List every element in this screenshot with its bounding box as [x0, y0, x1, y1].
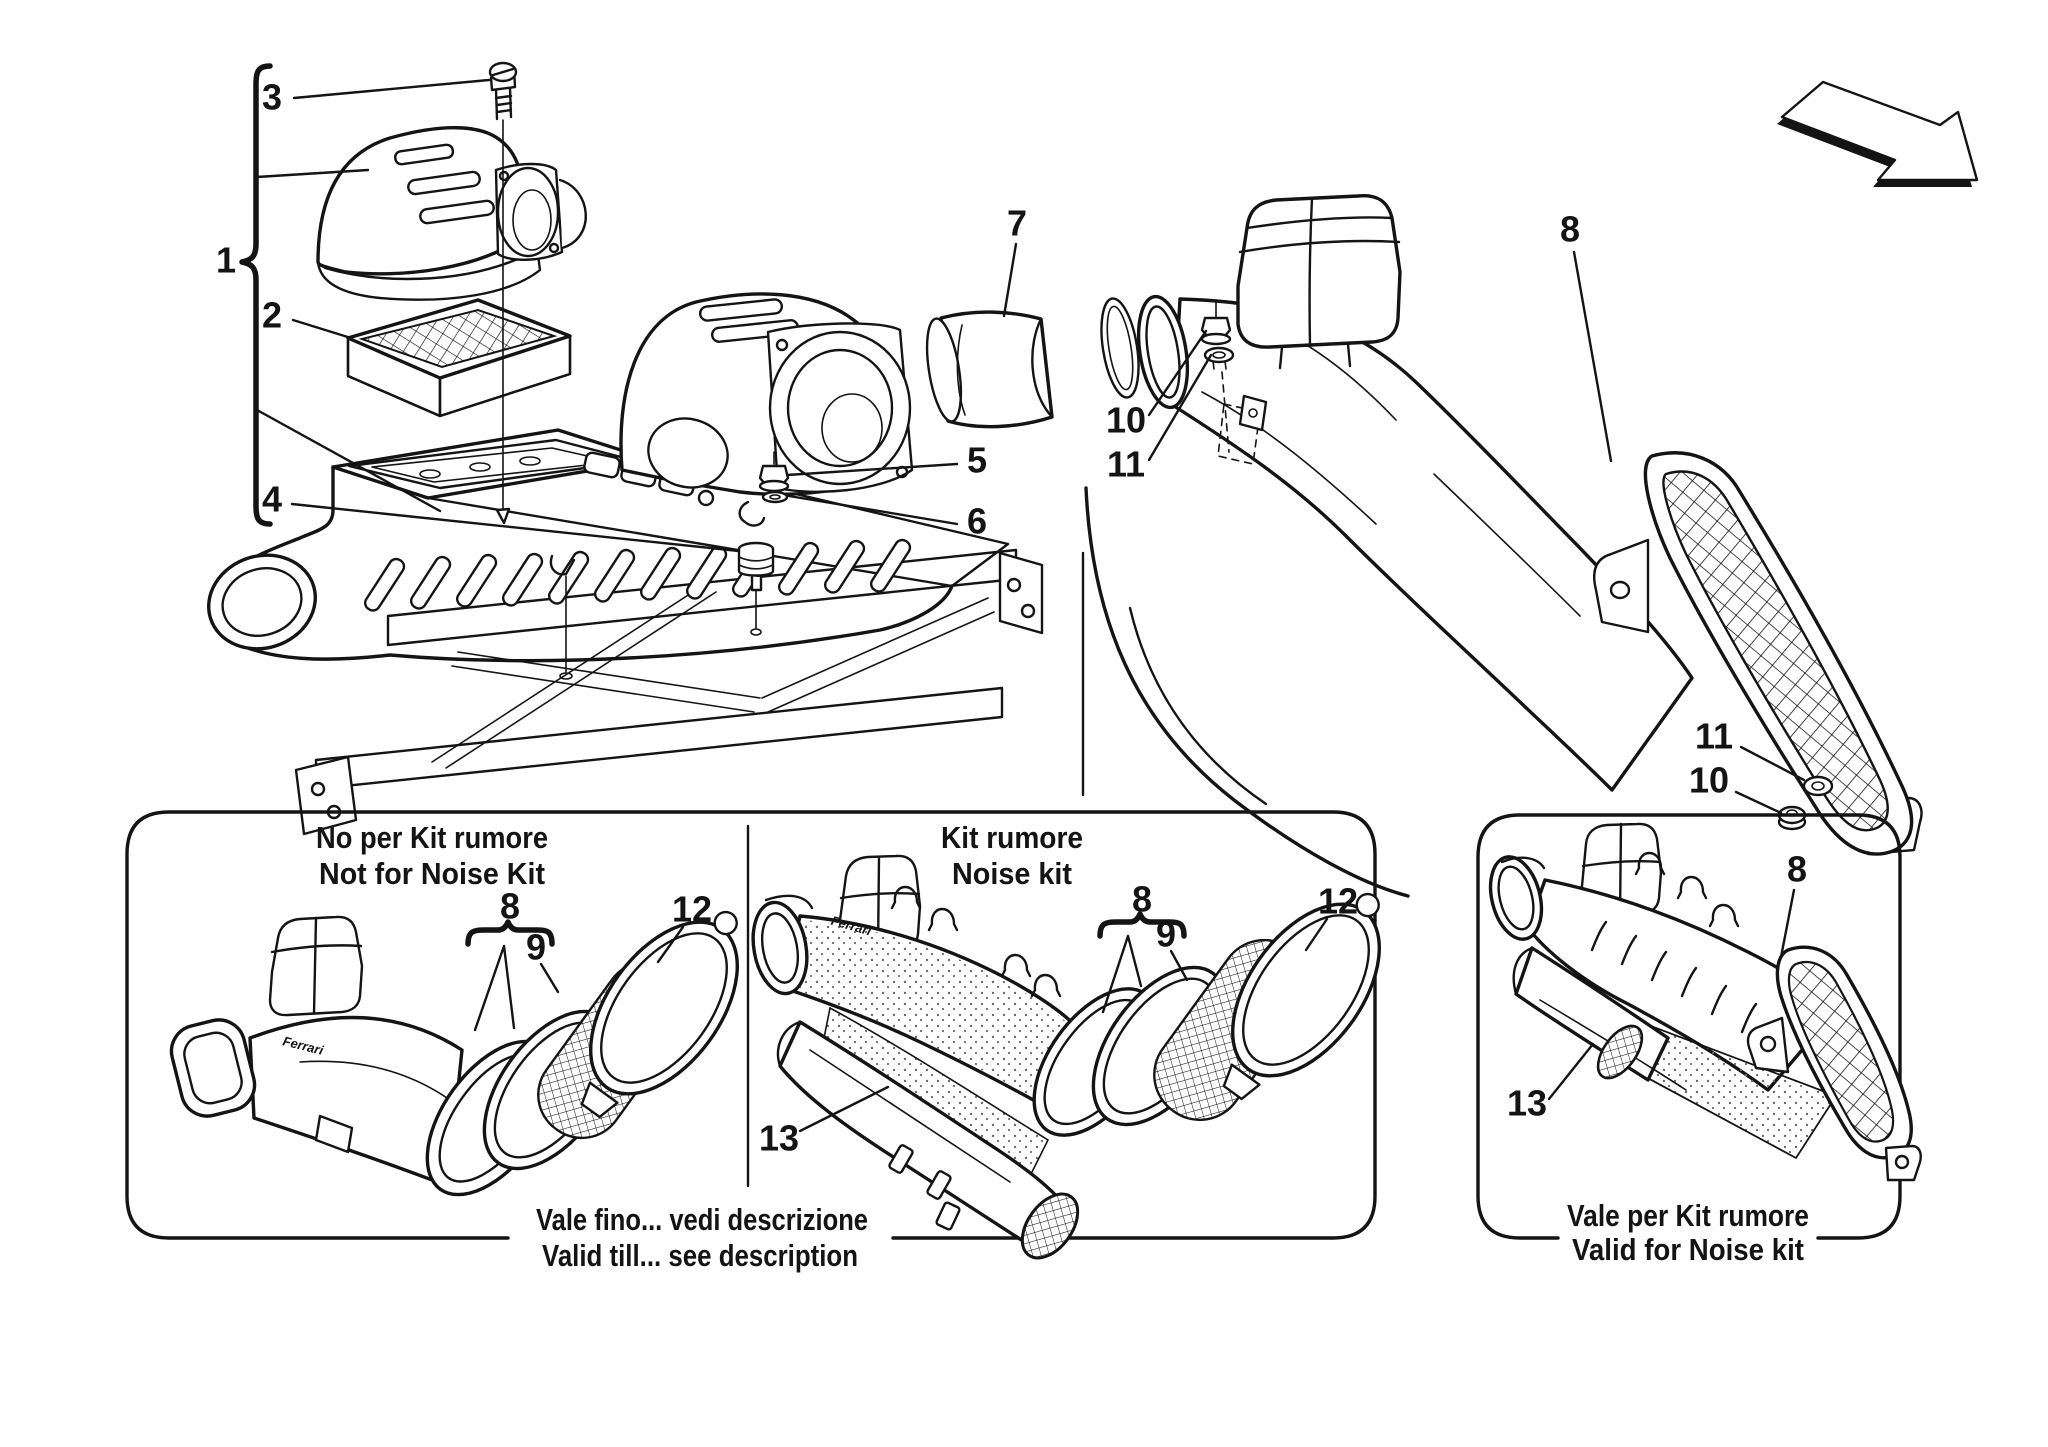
valid-panel-title-it: Vale per Kit rumore — [1567, 1198, 1809, 1233]
callout-11-grille: 11 — [1695, 716, 1733, 757]
hanging-straps — [1634, 851, 1740, 928]
panel-borders — [125, 810, 1902, 1240]
housing-outlet-dome — [619, 292, 914, 496]
callout-12-noise-panel: 12 — [1318, 881, 1358, 922]
chassis-frame — [294, 548, 1044, 836]
callout-13-noise-panel: 13 — [759, 1118, 799, 1159]
duct-mouth — [1488, 855, 1544, 941]
outer-seal-12 — [1222, 892, 1381, 1101]
outer-seal-12 — [580, 910, 739, 1119]
washer-6 — [761, 490, 789, 504]
intake-snorkel — [207, 553, 317, 651]
antivibration-mount-4 — [737, 541, 775, 636]
callout-9-left-panel: 9 — [526, 927, 546, 968]
callout-11-duct: 11 — [1107, 444, 1145, 485]
mount-hardware — [737, 451, 790, 636]
direction-arrow-icon — [1777, 80, 1979, 187]
lower-scoop-13 — [1512, 946, 1687, 1091]
rib-slashes — [1590, 920, 1758, 1034]
group-braces — [465, 911, 1187, 947]
callout-2: 2 — [262, 295, 282, 336]
callout-10-duct: 10 — [1106, 400, 1146, 441]
callout-8-noise-panel: 8 — [1132, 879, 1152, 920]
air-intake-duct — [1100, 194, 1923, 856]
left-panel-title-en: Not for Noise Kit — [319, 856, 545, 891]
callout-1: 1 — [216, 240, 236, 281]
panel-titles: No per Kit rumore Not for Noise Kit Kit … — [316, 820, 1809, 1273]
resonator-box — [1236, 194, 1402, 370]
callout-numbers: 1 2 3 4 5 6 7 8 10 11 11 10 8 9 12 8 9 1… — [216, 77, 1807, 1159]
noise-panel-title-it: Kit rumore — [941, 820, 1083, 855]
air-grille — [1746, 945, 1922, 1182]
callout-8-left-panel: 8 — [500, 886, 520, 927]
noise-panel-title-en: Noise kit — [952, 856, 1072, 891]
screw-3 — [488, 61, 518, 525]
leader-lines — [255, 78, 1806, 1133]
duct-standard-version: Ferrari — [169, 910, 739, 1197]
stud-and-grommet — [1200, 302, 1268, 465]
left-panel-title-it: No per Kit rumore — [316, 820, 548, 855]
valid-panel-title-en: Valid for Noise kit — [1572, 1232, 1804, 1267]
air-cleaner-cover — [316, 126, 587, 301]
callout-4: 4 — [262, 479, 282, 520]
wheel-arch — [1081, 486, 1410, 898]
assembly-bracket — [239, 63, 273, 527]
callout-10-grille: 10 — [1689, 760, 1729, 801]
callout-9-noise-panel: 9 — [1156, 914, 1176, 955]
air-grille — [1592, 451, 1923, 856]
intake-hose — [925, 310, 1054, 429]
filter-element — [346, 298, 572, 418]
callout-7: 7 — [1007, 203, 1027, 244]
hanging-straps — [890, 885, 1062, 998]
callout-13-valid-panel: 13 — [1507, 1083, 1547, 1124]
callout-8-main: 8 — [1560, 209, 1580, 250]
callout-8-valid-panel: 8 — [1787, 849, 1807, 890]
duct-mouth — [751, 900, 809, 996]
callout-12-left-panel: 12 — [672, 889, 712, 930]
duct-noise-kit-installed — [1488, 822, 1922, 1182]
callout-6: 6 — [967, 501, 987, 542]
air-filter-housing — [207, 428, 1010, 680]
left-panel-footnote-en: Valid till... see description — [542, 1238, 858, 1273]
callout-5: 5 — [967, 440, 987, 481]
callout-3: 3 — [262, 77, 282, 118]
duct-noise-kit-version: Ferrari — [751, 854, 1381, 1260]
housing-ribs — [363, 538, 912, 612]
left-panel-footnote-it: Vale fino... vedi descrizione — [536, 1202, 868, 1237]
lower-scoop-13 — [776, 1020, 1080, 1260]
